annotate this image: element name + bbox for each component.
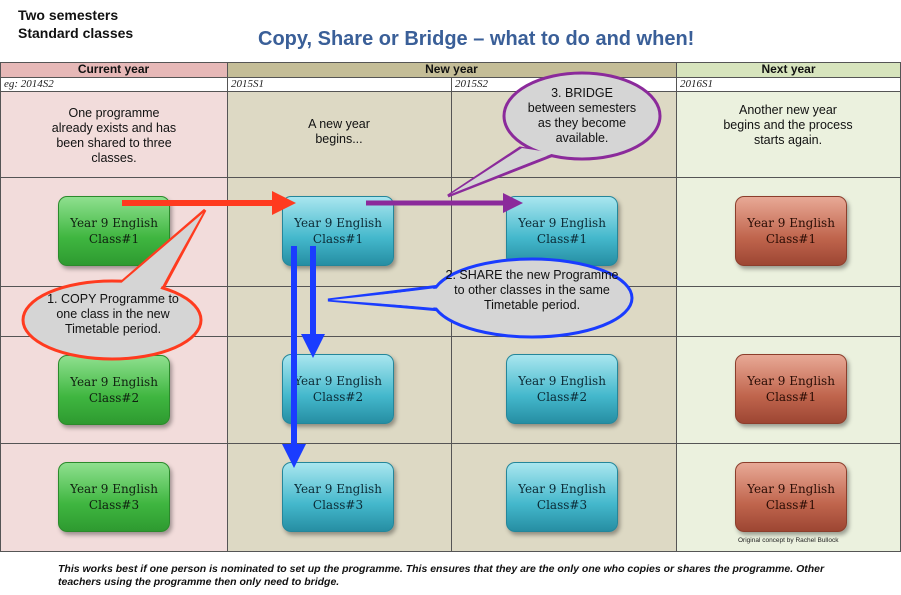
footer-note: This works best if one person is nominat… (58, 563, 825, 588)
class-name: Year 9 English (294, 482, 382, 496)
bridge-callout-text: 3. BRIDGE between semesters as they beco… (527, 86, 637, 145)
row-divider-header (0, 77, 901, 78)
class-name: Year 9 English (70, 482, 158, 496)
credit-note: Original concept by Rachel Bullock (738, 537, 839, 544)
class-box-current-1: Year 9 English Class#1 (58, 196, 170, 266)
class-name: Year 9 English (747, 216, 835, 230)
header-next-bg (676, 62, 901, 77)
class-number: Class#2 (536, 390, 588, 404)
class-number: Class#1 (536, 232, 588, 246)
copy-callout-text: 1. COPY Programme to one class in the ne… (47, 292, 179, 336)
description-new: A new year begins... (308, 117, 370, 146)
term-current: eg: 2014S2 (4, 78, 54, 90)
class-box-s2-3: Year 9 English Class#3 (506, 462, 618, 532)
class-box-s2-2: Year 9 English Class#2 (506, 354, 618, 424)
copy-callout (21, 208, 207, 361)
class-number: Class#1 (765, 232, 817, 246)
class-number: Class#3 (536, 498, 588, 512)
term-2015s1: 2015S1 (231, 78, 264, 90)
row-divider-terms (0, 91, 901, 92)
description-next: Another new year begins and the process … (723, 103, 853, 147)
row-divider-4 (0, 443, 901, 444)
class-box-s1-2: Year 9 English Class#2 (282, 354, 394, 424)
class-box-s1-1: Year 9 English Class#1 (282, 196, 394, 266)
term-2015s2: 2015S2 (455, 78, 488, 90)
class-name: Year 9 English (70, 375, 158, 389)
class-number: Class#1 (765, 390, 817, 404)
subtitle-line-2: Standard classes (18, 25, 134, 41)
class-box-s1-3: Year 9 English Class#3 (282, 462, 394, 532)
class-number: Class#3 (312, 498, 364, 512)
subtitle-line-1: Two semesters (18, 7, 119, 23)
class-number: Class#1 (312, 232, 364, 246)
diagram-subtitle: Two semesters Standard classes (18, 6, 133, 42)
class-box-next-1: Year 9 English Class#1 (735, 196, 847, 266)
header-current-year: Current year (77, 62, 150, 76)
class-box-next-2: Year 9 English Class#1 (735, 354, 847, 424)
class-box-next-3: Year 9 English Class#1 (735, 462, 847, 532)
header-next-year: Next year (761, 62, 816, 76)
row-divider-desc (0, 177, 901, 178)
class-number: Class#2 (88, 391, 140, 405)
class-name: Year 9 English (518, 482, 606, 496)
class-box-current-2: Year 9 English Class#2 (58, 355, 170, 425)
class-box-s2-1: Year 9 English Class#1 (506, 196, 618, 266)
class-name: Year 9 English (294, 374, 382, 388)
class-number: Class#3 (88, 498, 140, 512)
page-title: Copy, Share or Bridge – what to do and w… (258, 28, 695, 50)
col-divider-1 (227, 62, 228, 552)
header-new-year: New year (425, 62, 478, 76)
share-callout-text: 2. SHARE the new Programme to other clas… (445, 268, 619, 312)
class-name: Year 9 English (70, 216, 158, 230)
share-callout (327, 257, 634, 339)
class-name: Year 9 English (518, 374, 606, 388)
bridge-callout (447, 71, 662, 198)
header-current-bg (0, 62, 227, 77)
class-name: Year 9 English (294, 216, 382, 230)
class-name: Year 9 English (747, 482, 835, 496)
class-number: Class#1 (765, 498, 817, 512)
class-name: Year 9 English (747, 374, 835, 388)
term-2016s1: 2016S1 (680, 78, 713, 90)
class-box-current-3: Year 9 English Class#3 (58, 462, 170, 532)
class-number: Class#1 (88, 232, 140, 246)
class-name: Year 9 English (518, 216, 606, 230)
row-divider-3 (0, 336, 901, 337)
col-divider-3 (676, 62, 677, 552)
description-current: One programme already exists and has bee… (51, 106, 177, 165)
class-number: Class#2 (312, 390, 364, 404)
term-row-bg (0, 77, 901, 91)
